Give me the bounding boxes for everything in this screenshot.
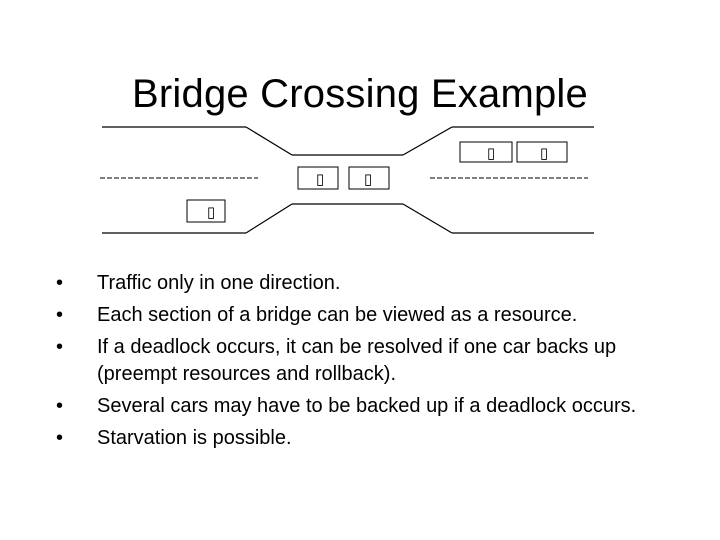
bullet-list: • Traffic only in one direction. • Each … — [56, 270, 676, 457]
bridge-lower-right-ramp — [402, 203, 453, 234]
car-glyph: ▯ — [364, 170, 372, 188]
bullet-text: Each section of a bridge can be viewed a… — [97, 304, 578, 326]
bridge-diagram: ▯ ▯ ▯ ▯ ▯ — [100, 126, 594, 234]
bullet-item: • Traffic only in one direction. — [56, 270, 676, 297]
bullet-dot: • — [56, 304, 64, 326]
slide-title: Bridge Crossing Example — [132, 71, 588, 116]
bridge-upper-left-ramp — [245, 126, 293, 156]
bullet-dot: • — [56, 427, 64, 449]
car-bridge-1: ▯ — [297, 166, 339, 190]
bridge-lower-left-ramp — [245, 203, 293, 234]
car-glyph: ▯ — [316, 170, 324, 188]
bullet-item: • Starvation is possible. — [56, 425, 676, 452]
bullet-item: • Each section of a bridge can be viewed… — [56, 302, 676, 329]
bullet-dot: • — [56, 336, 64, 358]
bullet-item: • Several cars may have to be backed up … — [56, 393, 676, 420]
bullet-text: Traffic only in one direction. — [97, 272, 341, 294]
car-right-1: ▯ — [459, 141, 513, 163]
car-glyph: ▯ — [207, 203, 215, 221]
bridge-upper-right-ramp — [402, 126, 453, 156]
bullet-item: • If a deadlock occurs, it can be resolv… — [56, 334, 676, 388]
car-glyph: ▯ — [487, 144, 495, 162]
car-left-1: ▯ — [186, 199, 226, 223]
bullet-text: Several cars may have to be backed up if… — [97, 395, 637, 417]
bullet-dot: • — [56, 395, 64, 417]
car-glyph: ▯ — [540, 144, 548, 162]
car-bridge-2: ▯ — [348, 166, 390, 190]
bullet-dot: • — [56, 272, 64, 294]
bullet-text: If a deadlock occurs, it can be resolved… — [97, 336, 617, 385]
car-right-2: ▯ — [516, 141, 568, 163]
bullet-text: Starvation is possible. — [97, 427, 292, 449]
